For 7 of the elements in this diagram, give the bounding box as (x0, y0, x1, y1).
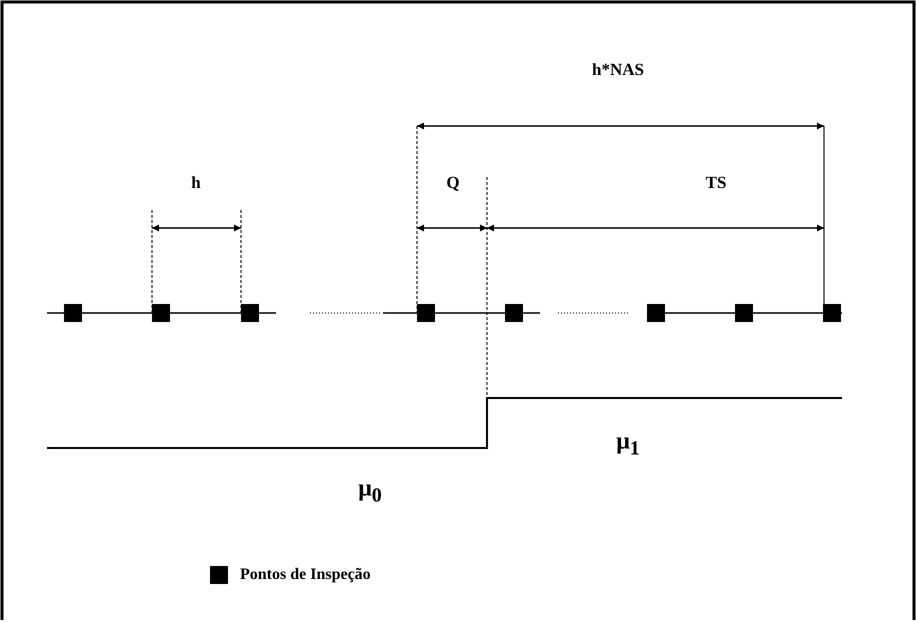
dimension-label: TS (706, 173, 726, 193)
mean-label: μ$_{1}$ (616, 428, 640, 462)
dimension-label: Q (446, 173, 460, 193)
legend-text: Pontos de Inspeção (240, 565, 371, 585)
mean-label: μ$_{0}$ (358, 474, 382, 508)
dimension-label: h (191, 173, 201, 193)
dimension-label: h*NAS (592, 60, 644, 80)
